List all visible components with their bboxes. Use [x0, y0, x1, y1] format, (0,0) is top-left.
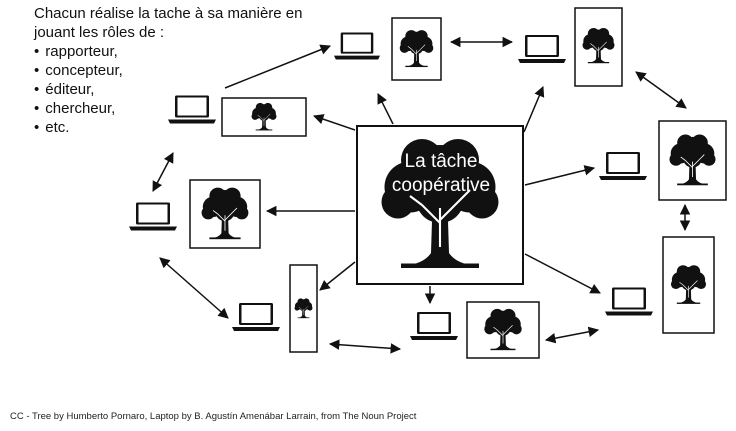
arrow [159, 257, 229, 319]
tree-frame-left [189, 179, 261, 249]
role-item: rapporteur, [34, 42, 324, 61]
role-item: chercheur, [34, 99, 324, 118]
tree-frame-right [658, 120, 727, 201]
role-item: concepteur, [34, 61, 324, 80]
arrow [524, 253, 601, 294]
credit-line: CC - Tree by Humberto Pornaro, Laptop by… [10, 411, 417, 422]
arrow [523, 86, 545, 133]
tree-frame-top [391, 17, 442, 81]
tree-frame-bottom [466, 301, 540, 359]
laptop-icon [605, 287, 653, 316]
laptop-icon [333, 32, 381, 60]
arrow [544, 326, 600, 344]
central-task-label: La tâche coopérative [378, 150, 504, 198]
arrow [377, 93, 394, 125]
laptop-icon [129, 202, 177, 231]
roles-text: Chacun réalise la tache à sa manière en … [34, 4, 324, 137]
tree-frame-lower-right [662, 236, 715, 334]
laptop-icon [232, 303, 280, 331]
arrow [328, 339, 402, 354]
role-item: éditeur, [34, 80, 324, 99]
role-item: etc. [34, 118, 324, 137]
laptop-icon [599, 152, 647, 180]
laptop-icon [410, 312, 458, 340]
central-task-line2: coopérative [391, 175, 491, 196]
intro-heading-line2: jouant les rôles de : [34, 24, 165, 41]
laptop-icon [518, 35, 566, 63]
arrow [319, 261, 356, 291]
arrow [635, 71, 687, 109]
tree-frame-bottom-left [289, 264, 318, 353]
intro-heading-line1: Chacun réalise la tache à sa manière en [34, 5, 303, 22]
roles-list: rapporteur, concepteur, éditeur, cherche… [34, 42, 324, 137]
central-task-line1: La tâche [404, 151, 478, 172]
arrow [152, 152, 174, 192]
arrow [524, 165, 596, 186]
tree-frame-top-right [574, 7, 623, 87]
